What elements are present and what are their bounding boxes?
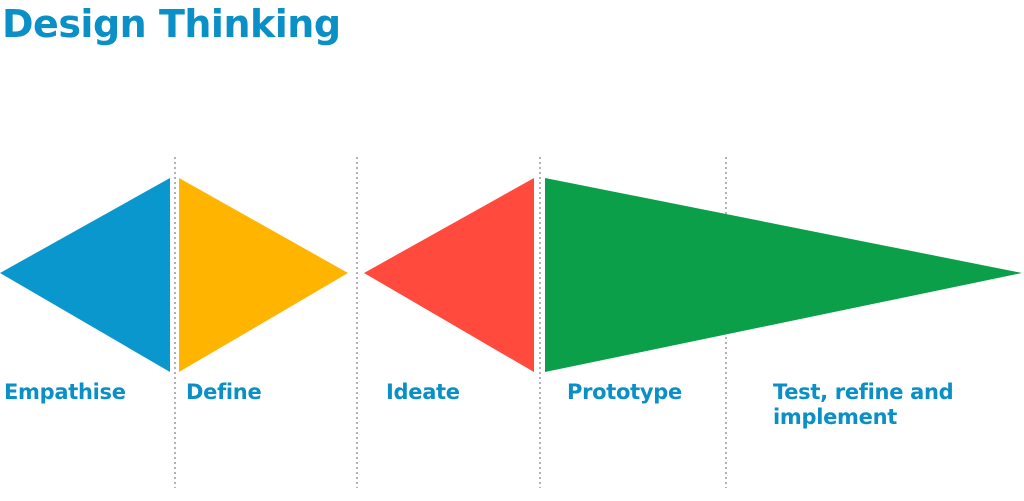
stage-label-prototype: Prototype <box>567 380 682 404</box>
stage-label-empathise: Empathise <box>4 380 126 404</box>
empathise-triangle <box>0 178 170 372</box>
prototype-triangle <box>545 178 1022 372</box>
stage-label-ideate: Ideate <box>386 380 460 404</box>
stage-label-define: Define <box>186 380 262 404</box>
ideate-triangle <box>364 178 534 372</box>
page-title: Design Thinking <box>2 2 341 46</box>
define-triangle <box>179 178 348 372</box>
stage-label-test: Test, refine and implement <box>773 380 954 429</box>
